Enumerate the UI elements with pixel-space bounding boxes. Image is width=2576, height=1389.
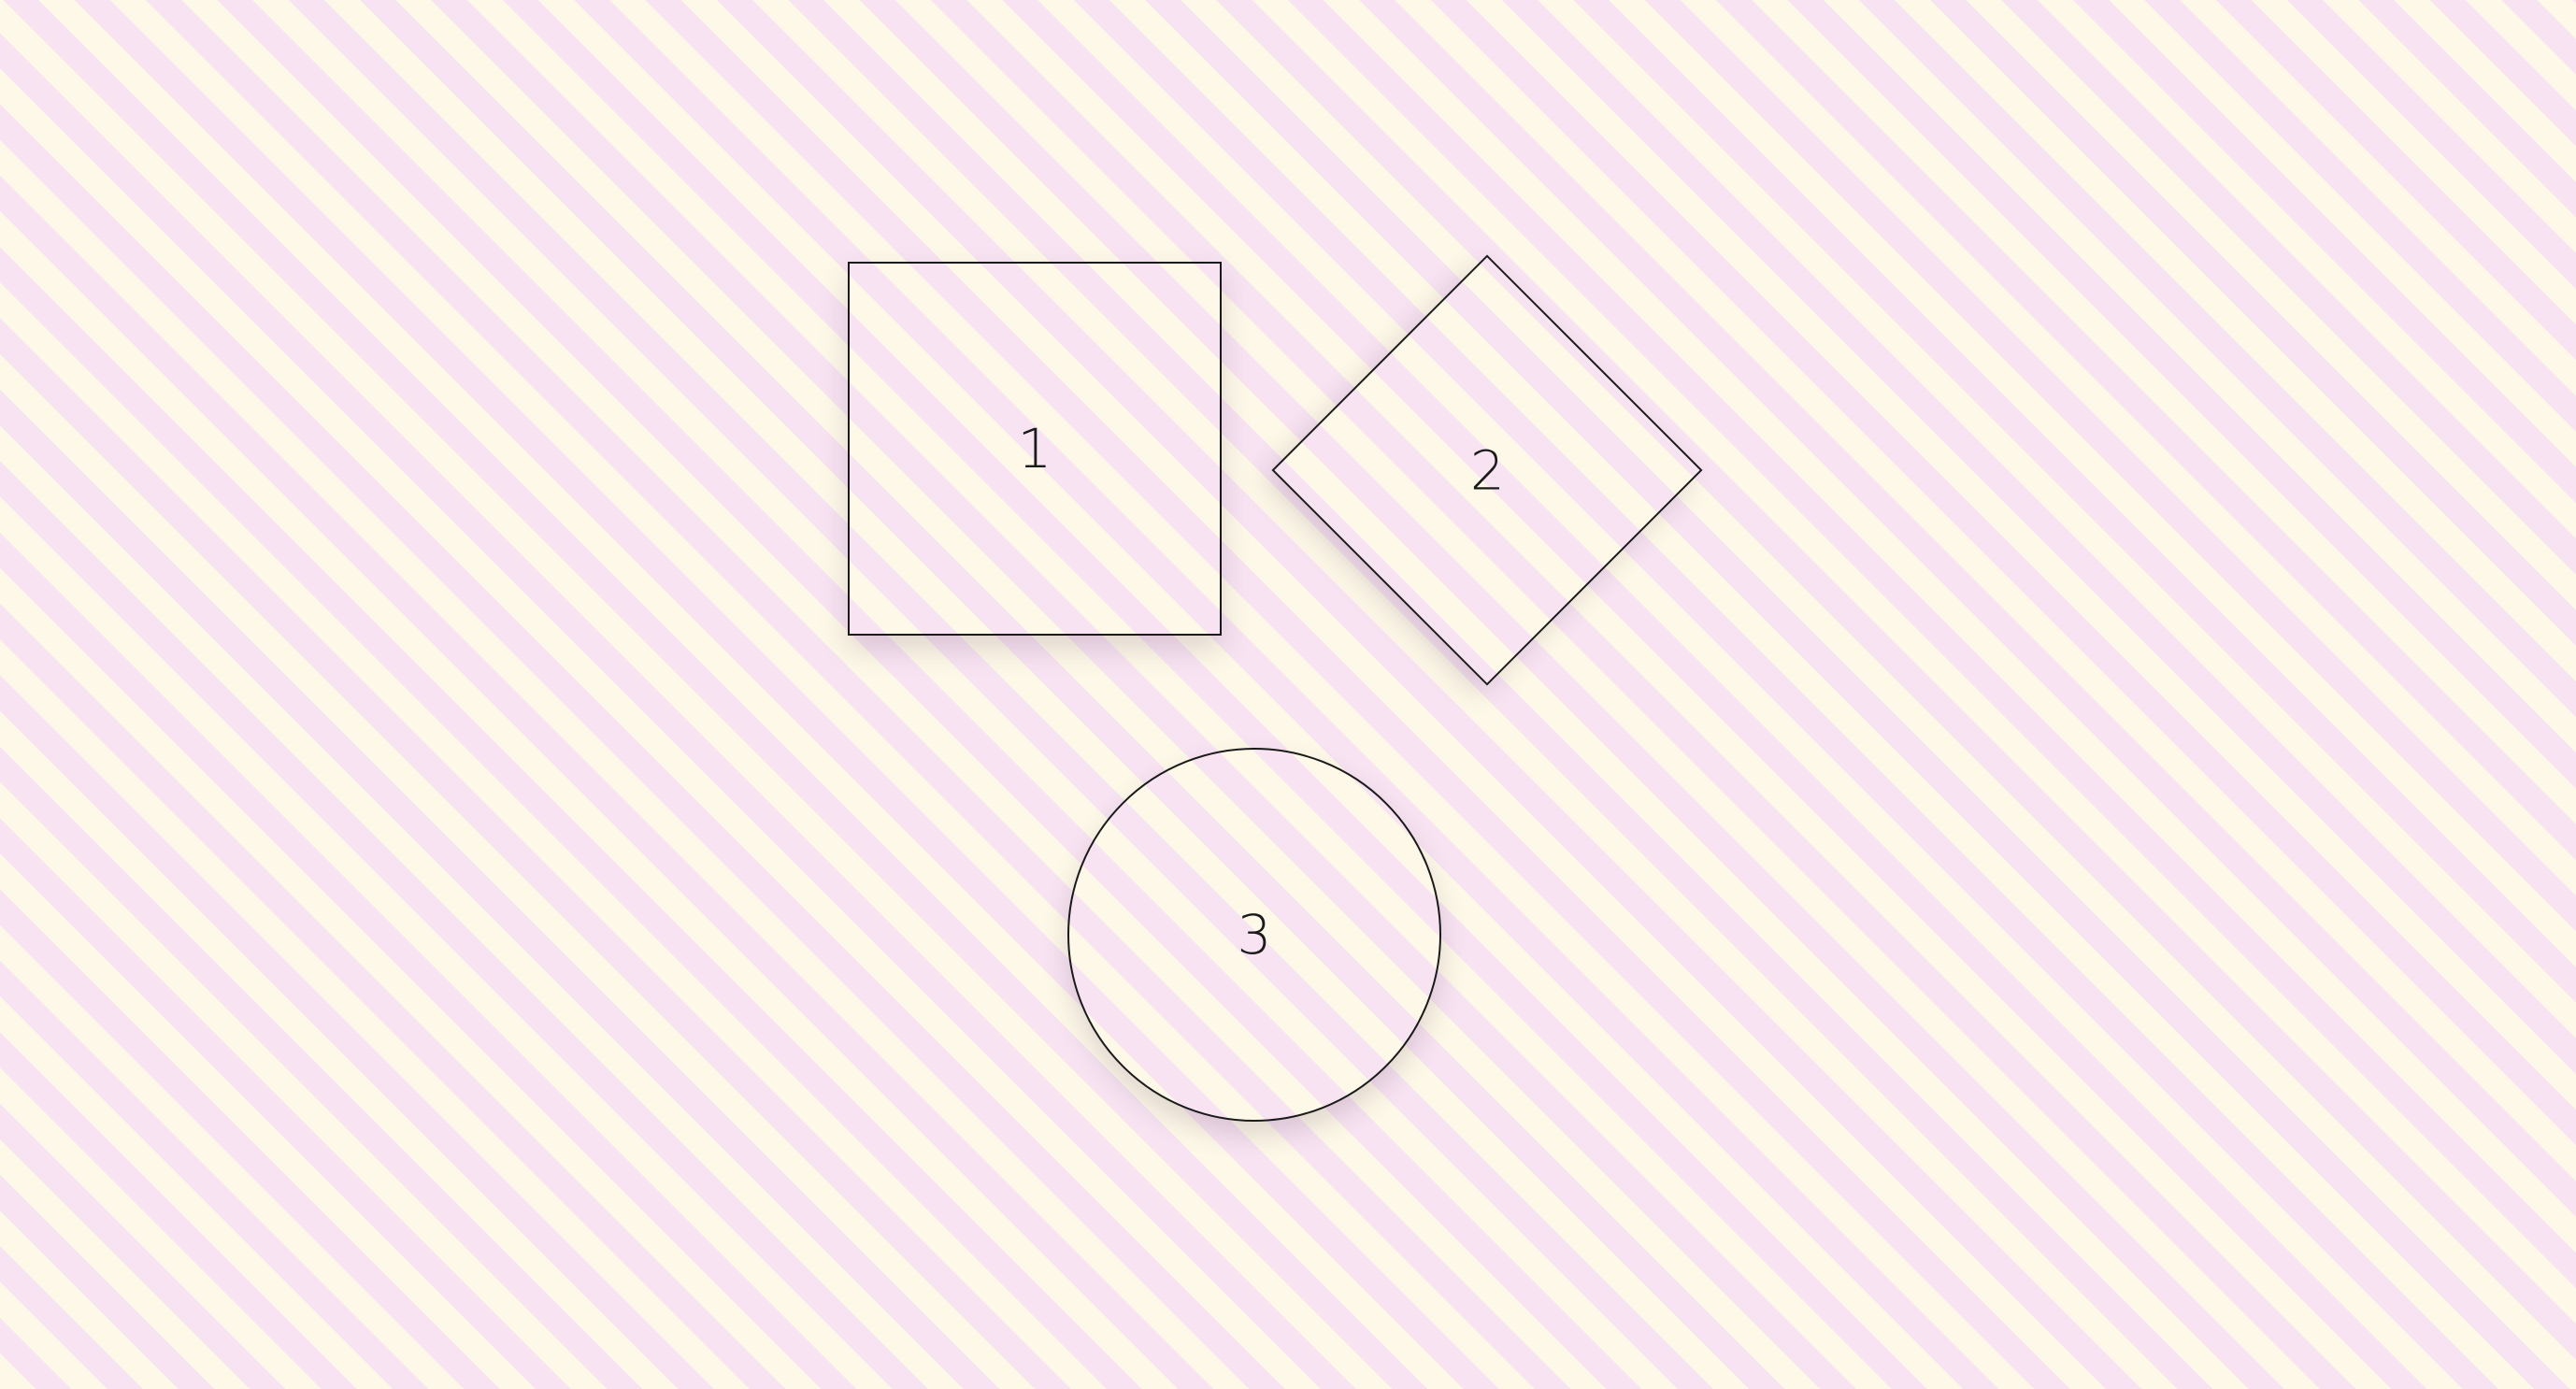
shape-label: 2	[1469, 438, 1505, 502]
shape-label: 3	[1237, 903, 1272, 967]
diamond-shape-2[interactable]: 2	[1271, 254, 1703, 686]
square-shape-1[interactable]: 1	[848, 262, 1222, 636]
circle-shape-3[interactable]: 3	[1067, 748, 1441, 1122]
shape-label: 1	[1017, 417, 1052, 480]
